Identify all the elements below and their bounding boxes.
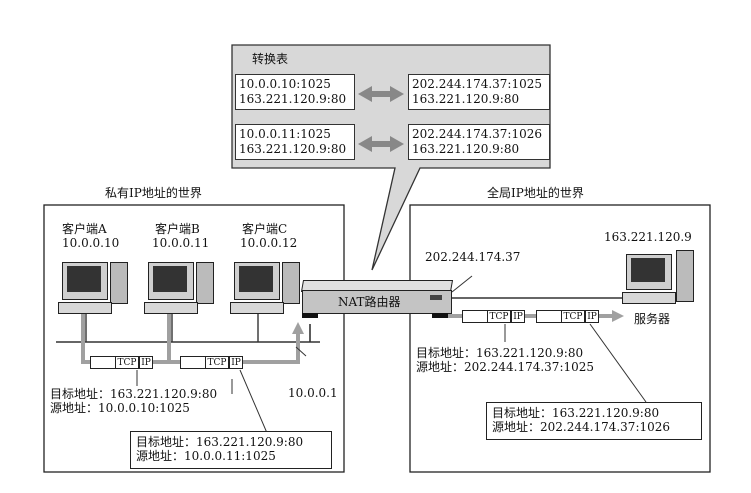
global-header-2: 目标地址：163.221.120.9:80 源地址：202.244.174.37… <box>492 406 671 434</box>
global-world-box <box>409 204 711 473</box>
private-world-title: 私有IP地址的世界 <box>105 186 202 200</box>
global-packet-1-tcp: TCP <box>487 310 511 323</box>
private-packet-1-ip: IP <box>139 356 153 369</box>
server-computer-icon <box>622 250 696 304</box>
table-row-2-global: 202.244.174.37:1026 163.221.120.9:80 <box>408 124 550 160</box>
mapping-arrow-2 <box>358 136 404 152</box>
client-c-computer-icon <box>230 262 300 314</box>
client-c-name: 客户端C <box>242 222 288 236</box>
table-row-2-private-addr-1: 10.0.0.11:1025 <box>239 127 331 141</box>
server-label: 服务器 <box>634 312 671 326</box>
client-b-name: 客户端B <box>155 222 200 236</box>
global-world-title: 全局IP地址的世界 <box>487 186 584 200</box>
private-packet-2-ip: IP <box>229 356 243 369</box>
client-a-ip: 10.0.0.10 <box>62 236 120 250</box>
global-packet-2-ip: IP <box>585 310 599 323</box>
table-row-1-global-addr-2: 163.221.120.9:80 <box>412 92 520 106</box>
private-header-2: 目标地址：163.221.120.9:80 源地址：10.0.0.11:1025 <box>136 435 304 463</box>
private-packet-1-tcp: TCP <box>115 356 139 369</box>
global-header-1: 目标地址：163.221.120.9:80 源地址：202.244.174.37… <box>416 346 595 374</box>
client-b-computer-icon <box>144 262 214 314</box>
global-packet-2: TCP IP <box>536 310 599 323</box>
global-packet-1-ip: IP <box>511 310 525 323</box>
table-row-2-private: 10.0.0.11:1025 163.221.120.9:80 <box>235 124 355 160</box>
private-packet-1: TCP IP <box>90 356 153 369</box>
private-packet-2-tcp: TCP <box>205 356 229 369</box>
nat-router-icon <box>300 280 454 318</box>
client-c-ip: 10.0.0.12 <box>240 236 298 250</box>
client-a-computer-icon <box>58 262 128 314</box>
mapping-arrow-1 <box>358 86 404 102</box>
private-header-1: 目标地址：163.221.120.9:80 源地址：10.0.0.10:1025 <box>50 387 218 415</box>
table-title: 转换表 <box>252 52 289 66</box>
table-row-2-global-addr-1: 202.244.174.37:1026 <box>412 127 543 141</box>
client-a-name: 客户端A <box>62 222 107 236</box>
global-header-2-box <box>486 402 702 440</box>
server-ip: 163.221.120.9 <box>604 230 692 244</box>
global-packet-2-tcp: TCP <box>561 310 585 323</box>
private-world-box <box>43 204 345 473</box>
table-row-1-global-addr-1: 202.244.174.37:1025 <box>412 77 543 91</box>
table-row-2-global-addr-2: 163.221.120.9:80 <box>412 142 520 156</box>
router-global-ip: 202.244.174.37 <box>425 250 521 264</box>
private-flow-pipe <box>81 312 300 364</box>
private-header-2-box <box>130 431 332 469</box>
table-row-1-private: 10.0.0.10:1025 163.221.120.9:80 <box>235 74 355 110</box>
table-row-1-private-addr-2: 163.221.120.9:80 <box>239 92 347 106</box>
router-private-ip: 10.0.0.1 <box>288 386 338 400</box>
client-b-ip: 10.0.0.11 <box>152 236 210 250</box>
private-packet-2: TCP IP <box>180 356 243 369</box>
nat-router-label: NAT路由器 <box>338 295 401 309</box>
table-row-1-global: 202.244.174.37:1025 163.221.120.9:80 <box>408 74 550 110</box>
table-row-1-private-addr-1: 10.0.0.10:1025 <box>239 77 331 91</box>
table-row-2-private-addr-2: 163.221.120.9:80 <box>239 142 347 156</box>
global-packet-1: TCP IP <box>462 310 525 323</box>
